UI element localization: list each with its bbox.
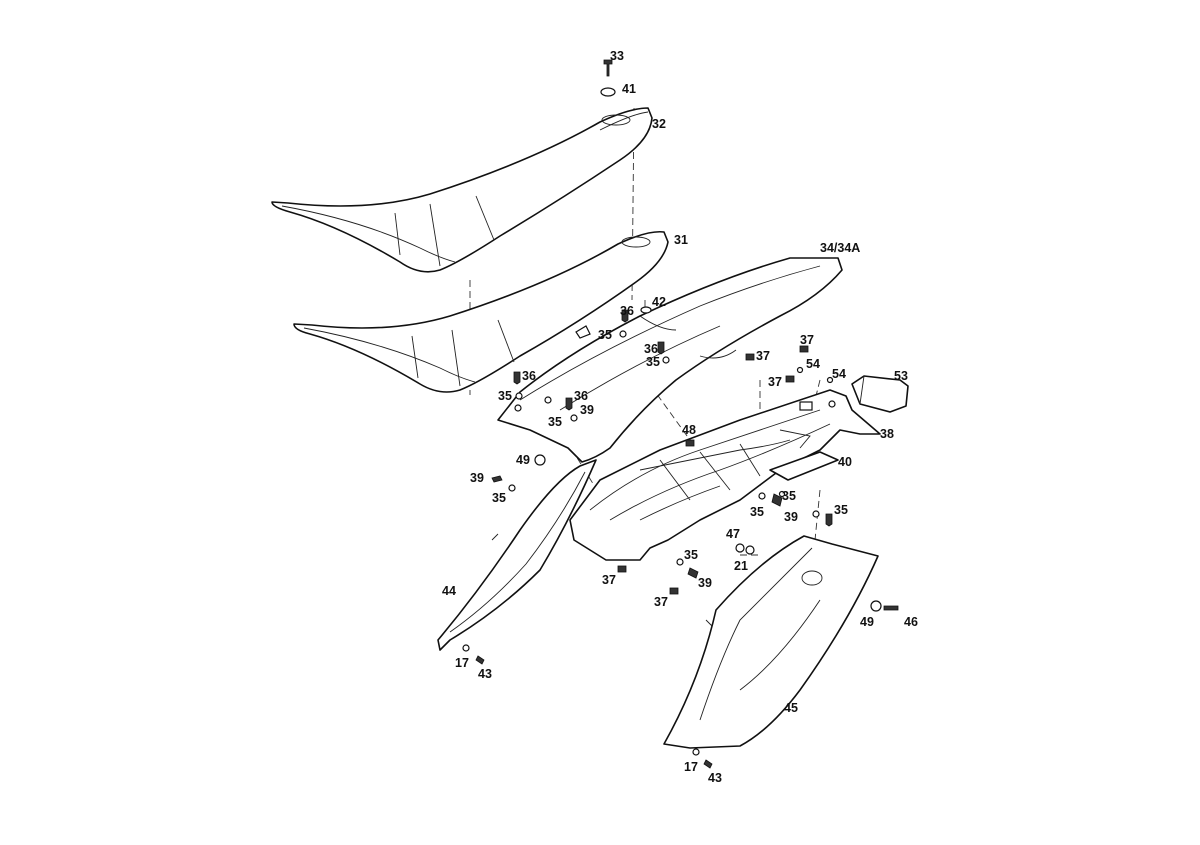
- callout-39: 39: [784, 510, 798, 524]
- callout-35: 35: [750, 505, 764, 519]
- callout-32: 32: [652, 117, 666, 131]
- callout-43: 43: [708, 771, 722, 785]
- callout-49: 49: [860, 615, 874, 629]
- callout-37: 37: [654, 595, 668, 609]
- callout-35: 35: [548, 415, 562, 429]
- callout-48: 48: [682, 423, 696, 437]
- callout-37: 37: [756, 349, 770, 363]
- callout-33: 33: [610, 49, 624, 63]
- callout-36: 36: [574, 389, 588, 403]
- callout-40: 40: [838, 455, 852, 469]
- seat-lower-31: [293, 230, 669, 393]
- callout-21: 21: [734, 559, 748, 573]
- callout-35: 35: [782, 489, 796, 503]
- callout-38: 38: [880, 427, 894, 441]
- callout-36: 36: [644, 342, 658, 356]
- callout-labels: 33 41 32 31 34/34A 42 36 35 36 35 36 35 …: [442, 49, 918, 785]
- callout-37: 37: [800, 333, 814, 347]
- plate-40: [769, 451, 839, 481]
- callout-43: 43: [478, 667, 492, 681]
- callout-35: 35: [492, 491, 506, 505]
- callout-44: 44: [442, 584, 456, 598]
- callout-53: 53: [894, 369, 908, 383]
- callout-36: 36: [522, 369, 536, 383]
- callout-37: 37: [768, 375, 782, 389]
- callout-34-34a: 34/34A: [820, 241, 860, 255]
- callout-17: 17: [455, 656, 469, 670]
- side-panel-left-44: [437, 459, 597, 651]
- callout-39: 39: [470, 471, 484, 485]
- callout-35: 35: [646, 355, 660, 369]
- callout-37: 37: [602, 573, 616, 587]
- callout-46: 46: [904, 615, 918, 629]
- callout-35: 35: [498, 389, 512, 403]
- callout-36: 36: [620, 304, 634, 318]
- callout-17: 17: [684, 760, 698, 774]
- callout-54: 54: [832, 367, 846, 381]
- callout-39: 39: [580, 403, 594, 417]
- callout-45: 45: [784, 701, 798, 715]
- side-panel-right-45: [663, 535, 879, 749]
- callout-35: 35: [598, 328, 612, 342]
- tail-light-53: [851, 375, 909, 413]
- seat-upper-32: [271, 107, 653, 273]
- callout-47: 47: [726, 527, 740, 541]
- callout-49: 49: [516, 453, 530, 467]
- hardware-fasteners: [462, 59, 899, 769]
- callout-35: 35: [834, 503, 848, 517]
- callout-54: 54: [806, 357, 820, 371]
- callout-35: 35: [684, 548, 698, 562]
- callout-41: 41: [622, 82, 636, 96]
- rear-cover-34: [497, 257, 843, 463]
- callout-42: 42: [652, 295, 666, 309]
- callout-31: 31: [674, 233, 688, 247]
- callout-39: 39: [698, 576, 712, 590]
- mudguard-tray-38: [569, 389, 881, 561]
